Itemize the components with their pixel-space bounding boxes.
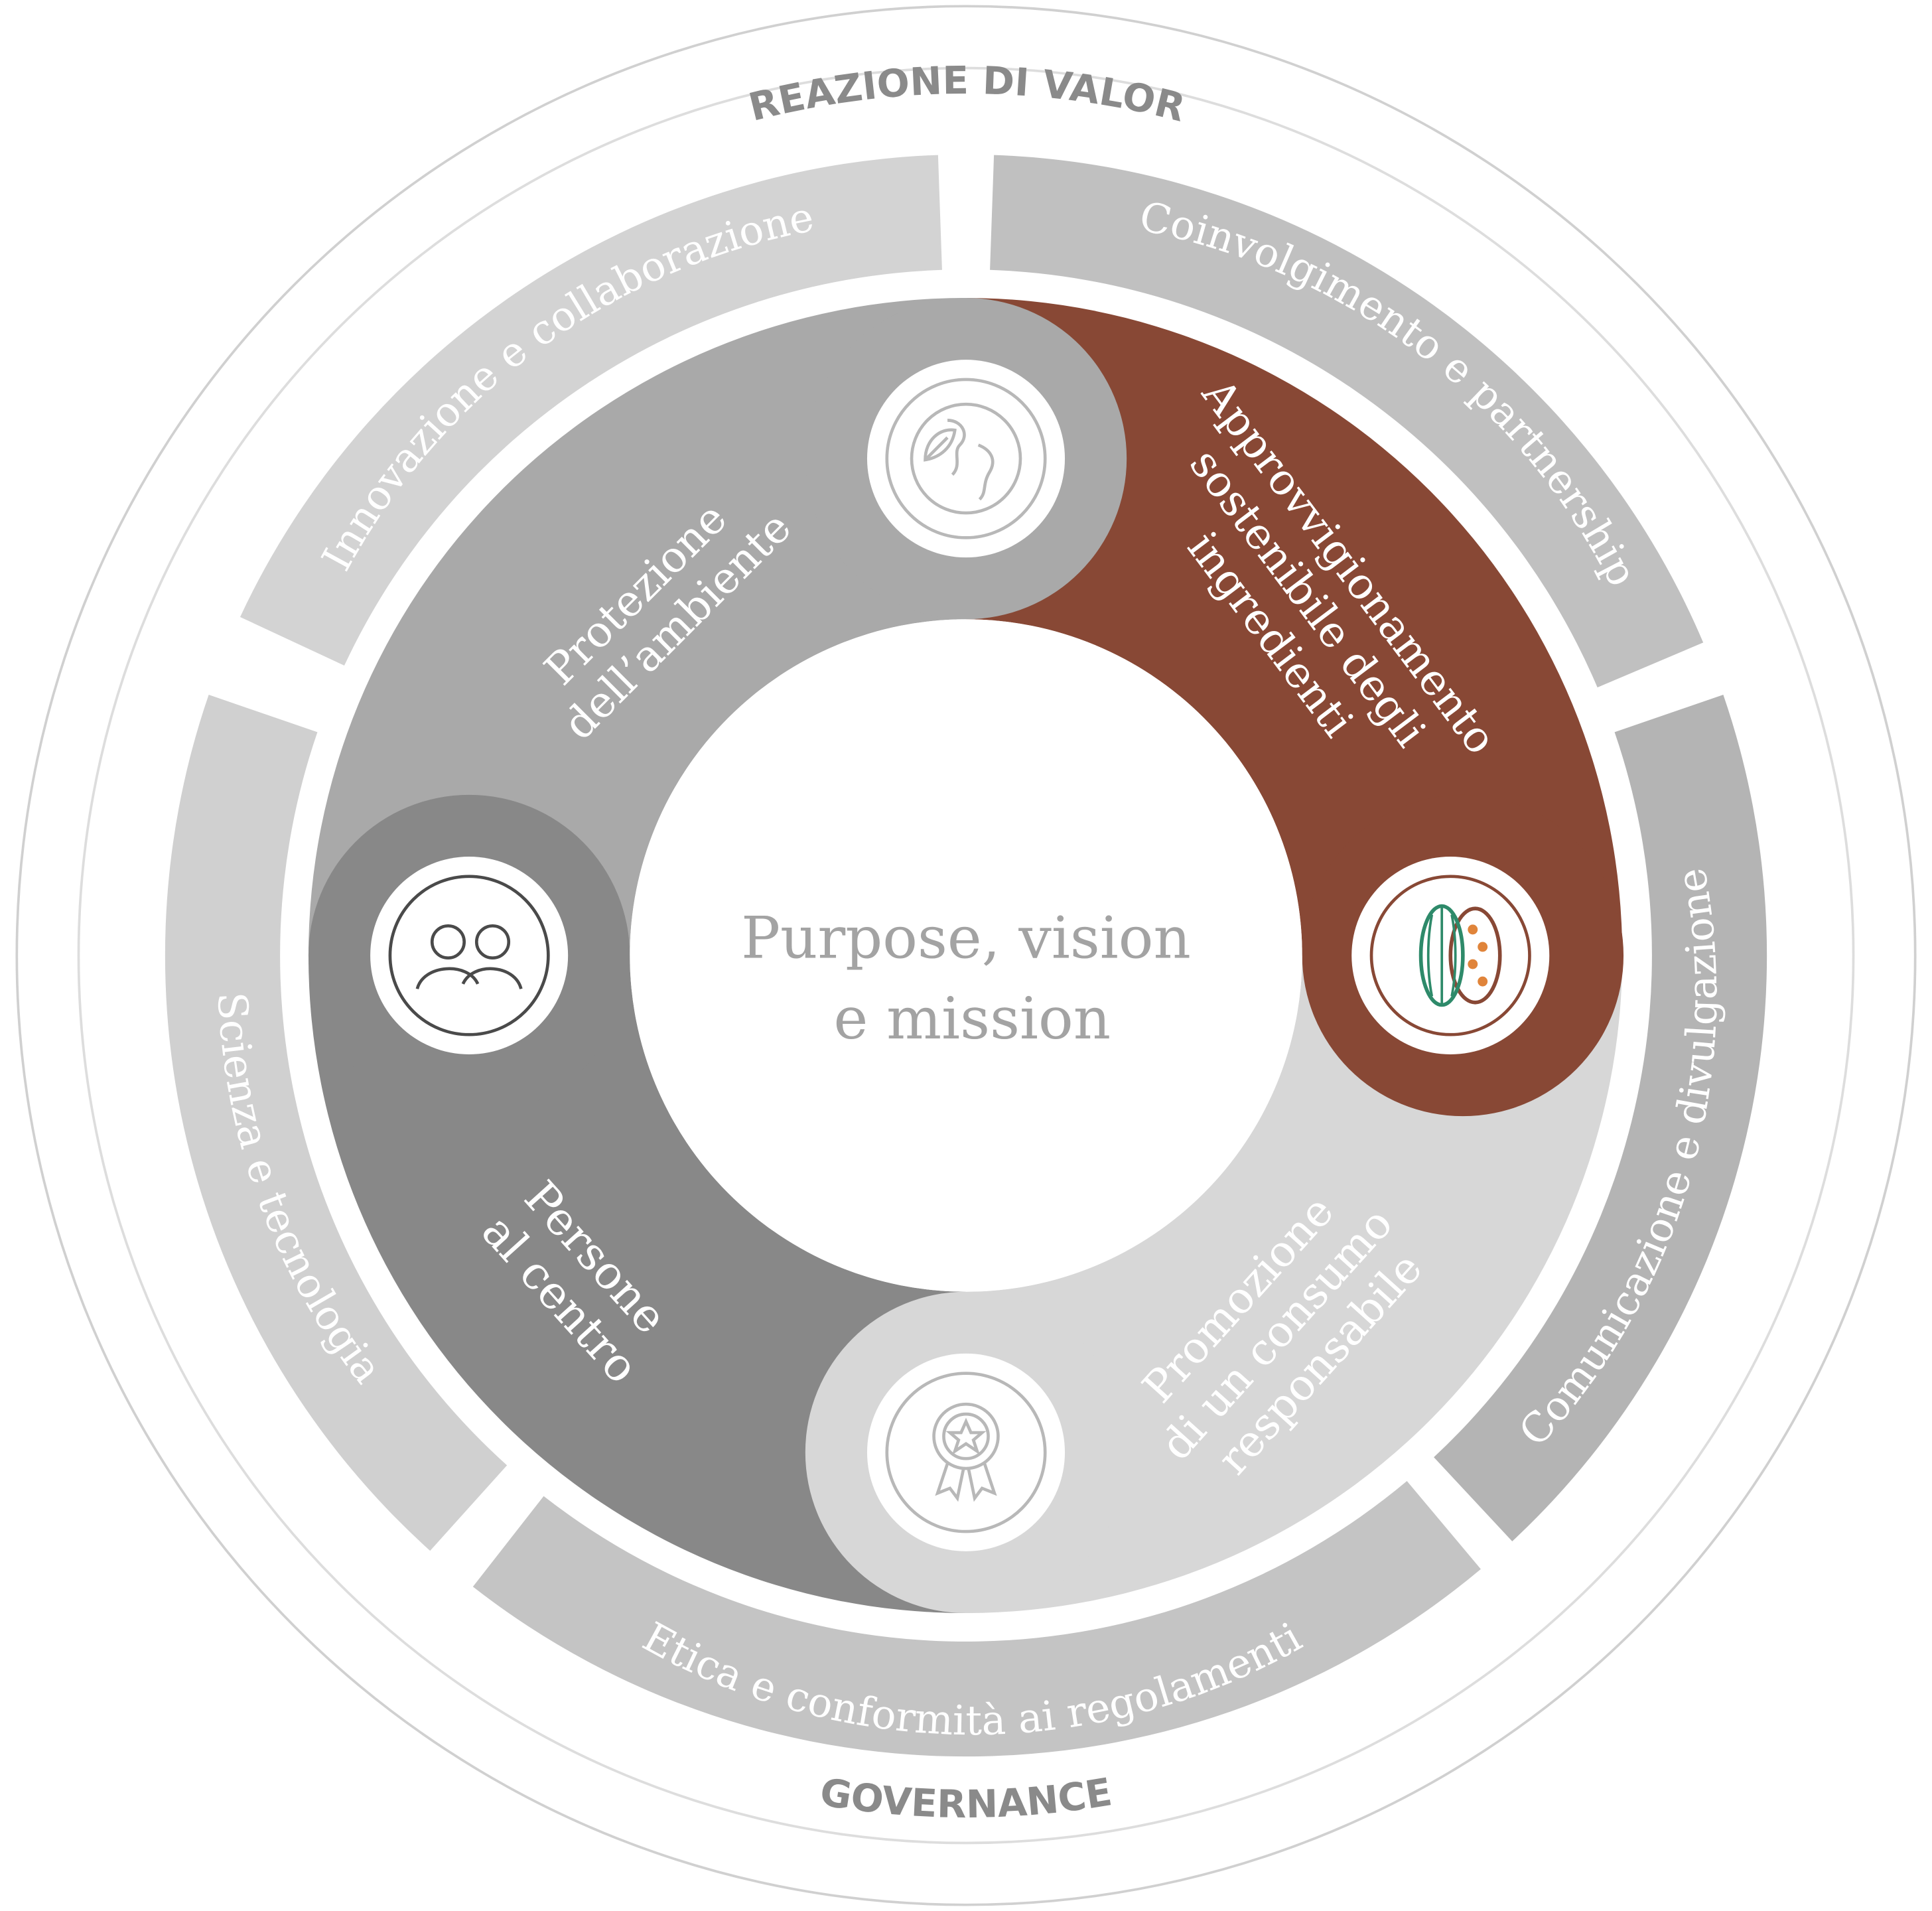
center-circle xyxy=(630,619,1302,1292)
center-line-2: e mission xyxy=(834,985,1111,1052)
inner-boundary xyxy=(77,66,1855,1845)
people-icon xyxy=(388,875,550,1036)
award-badge-icon xyxy=(885,1372,1047,1533)
middle-ring xyxy=(165,155,1767,1757)
segment-comunicazione xyxy=(1434,694,1767,1541)
center-line-1: Purpose, vision xyxy=(741,904,1191,972)
pillar-approvvigionamento-band xyxy=(966,297,1623,956)
segment-scienza xyxy=(165,694,508,1551)
consumo-icon-circle xyxy=(866,1353,1066,1551)
segment-etica xyxy=(472,1481,1481,1757)
segment-innovazione xyxy=(240,155,942,666)
earth-leaf-icon xyxy=(885,378,1047,539)
pillar-ambiente-band xyxy=(308,297,966,956)
persone-icon-circle xyxy=(370,856,569,1055)
segment-coinvolgimento xyxy=(990,155,1704,688)
pillar-consumo-band xyxy=(966,956,1623,1614)
pillar-persone-band xyxy=(308,956,966,1614)
ambiente-icon-circle xyxy=(866,360,1066,558)
approvvigionamento-icon-circle xyxy=(1351,856,1550,1055)
cocoa-pod-icon xyxy=(1369,875,1531,1036)
